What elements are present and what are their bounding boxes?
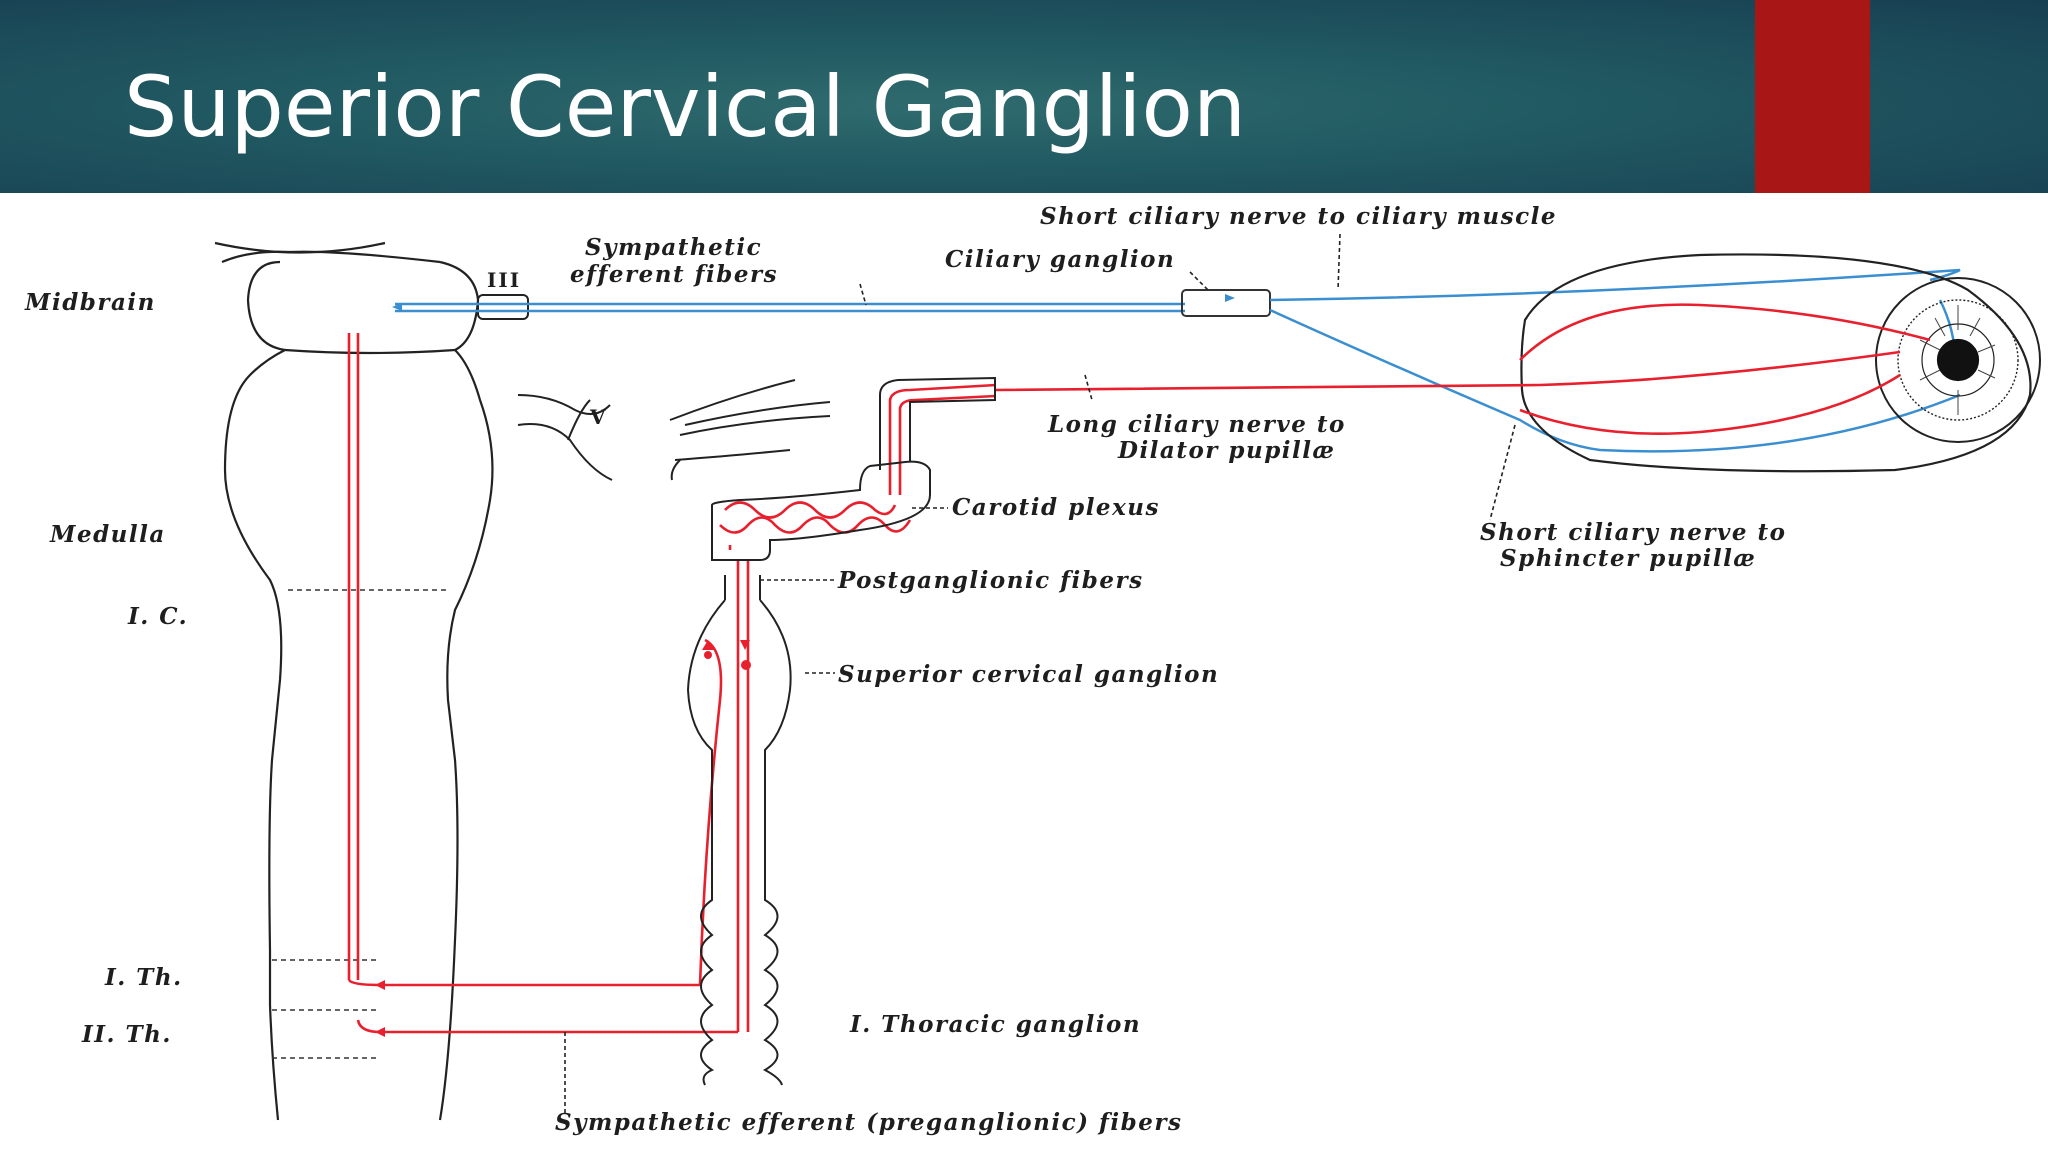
blue-arrows	[392, 294, 1235, 311]
label-medulla: Medulla	[49, 521, 166, 548]
iris-rays	[1919, 305, 1996, 415]
label-thoracic-ganglion: I. Thoracic ganglion	[849, 1011, 1141, 1038]
segment-markers	[272, 589, 450, 1059]
label-v: V	[589, 405, 608, 429]
slide-header: Superior Cervical Ganglion	[0, 0, 2048, 193]
sympathetic-pathway	[347, 303, 1931, 1034]
scg-diagram: Midbrain Medulla I. C. I. Th. II. Th. II…	[24, 203, 2041, 1136]
label-iith: II. Th.	[81, 1021, 172, 1048]
carotid-plexus	[711, 376, 996, 561]
label-ic: I. C.	[127, 603, 188, 630]
slide-title: Superior Cervical Ganglion	[124, 58, 1247, 156]
leader-lines	[564, 233, 1516, 1115]
label-carotid-plexus: Carotid plexus	[952, 494, 1160, 521]
trigeminal-nerve	[517, 379, 831, 481]
accent-bar	[1755, 0, 1870, 193]
sympathetic-chain	[686, 575, 792, 1086]
diagram-labels: Midbrain Medulla I. C. I. Th. II. Th. II…	[24, 203, 1786, 1136]
label-postganglionic: Postganglionic fibers	[837, 567, 1144, 594]
label-short-ciliary-sphincter-1: Short ciliary nerve to	[1480, 519, 1786, 546]
red-arrows	[375, 640, 751, 1037]
label-ith: I. Th.	[104, 964, 183, 991]
label-ciliary-ganglion: Ciliary ganglion	[945, 246, 1175, 273]
label-sympathetic-efferent-1: Sympathetic	[585, 234, 762, 261]
oculomotor-connector	[477, 294, 529, 320]
label-short-ciliary-sphincter-2: Sphincter pupillæ	[1500, 545, 1756, 572]
label-iii: III	[487, 268, 521, 292]
label-superior-cervical: Superior cervical ganglion	[838, 661, 1219, 688]
parasympathetic-pathway	[395, 268, 1961, 453]
label-long-ciliary-1: Long ciliary nerve to	[1047, 411, 1346, 438]
label-preganglionic: Sympathetic efferent (preganglionic) fib…	[555, 1109, 1182, 1136]
eyeball	[1520, 253, 2041, 473]
brainstem-outline	[214, 241, 494, 1121]
label-sympathetic-efferent-2: efferent fibers	[570, 261, 778, 288]
label-long-ciliary-2: Dilator pupillæ	[1117, 437, 1335, 464]
label-short-ciliary-muscle: Short ciliary nerve to ciliary muscle	[1040, 203, 1557, 230]
label-midbrain: Midbrain	[24, 289, 156, 316]
